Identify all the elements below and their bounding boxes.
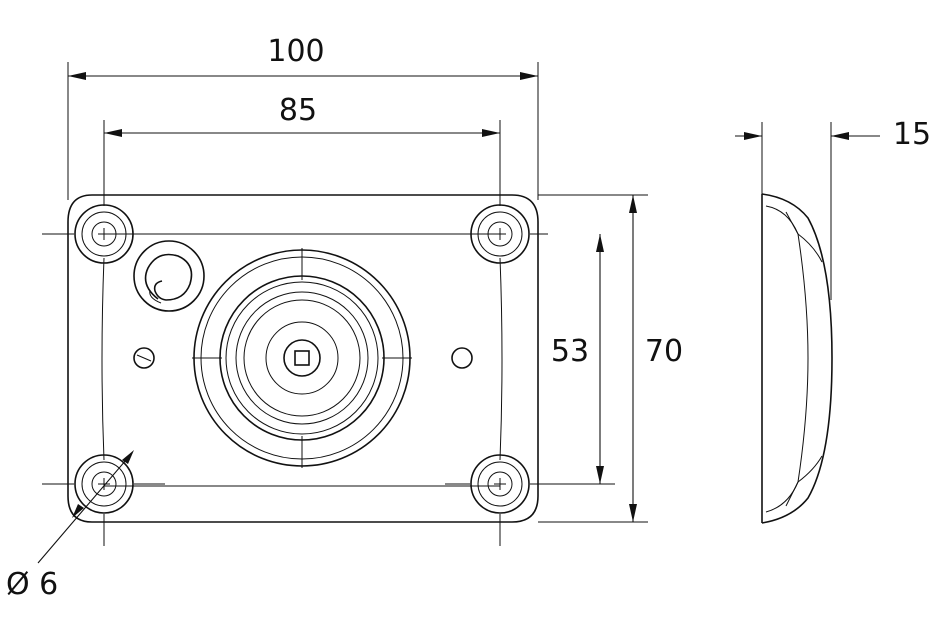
- label-height-holes: 53: [551, 334, 589, 369]
- inner-right-curve: [499, 257, 503, 461]
- mounting-hole-bottom-left: [74, 454, 134, 514]
- mounting-hole-bottom-right: [470, 454, 530, 514]
- label-height-outer: 70: [645, 334, 683, 369]
- side-view: [735, 122, 880, 524]
- central-knob: [192, 248, 412, 468]
- screw-left: [133, 347, 155, 369]
- screw-right: [451, 347, 473, 369]
- label-hole-diameter: Ø 6: [6, 567, 58, 602]
- dimension-height-holes: [530, 234, 615, 485]
- brand-logo: [133, 240, 205, 312]
- dimension-width-outer: [67, 62, 539, 200]
- dimension-width-holes: [103, 120, 501, 206]
- centre-lines: [42, 233, 548, 546]
- dimension-height-outer: [538, 194, 648, 523]
- hole-diameter-leader: [37, 450, 134, 564]
- label-width-outer: 100: [267, 34, 324, 69]
- plate-outline: [67, 194, 539, 523]
- label-depth: 15: [893, 117, 931, 152]
- mounting-hole-top-left: [74, 204, 134, 264]
- front-view: [37, 194, 548, 564]
- label-width-holes: 85: [279, 93, 317, 128]
- inner-left-curve: [101, 257, 105, 461]
